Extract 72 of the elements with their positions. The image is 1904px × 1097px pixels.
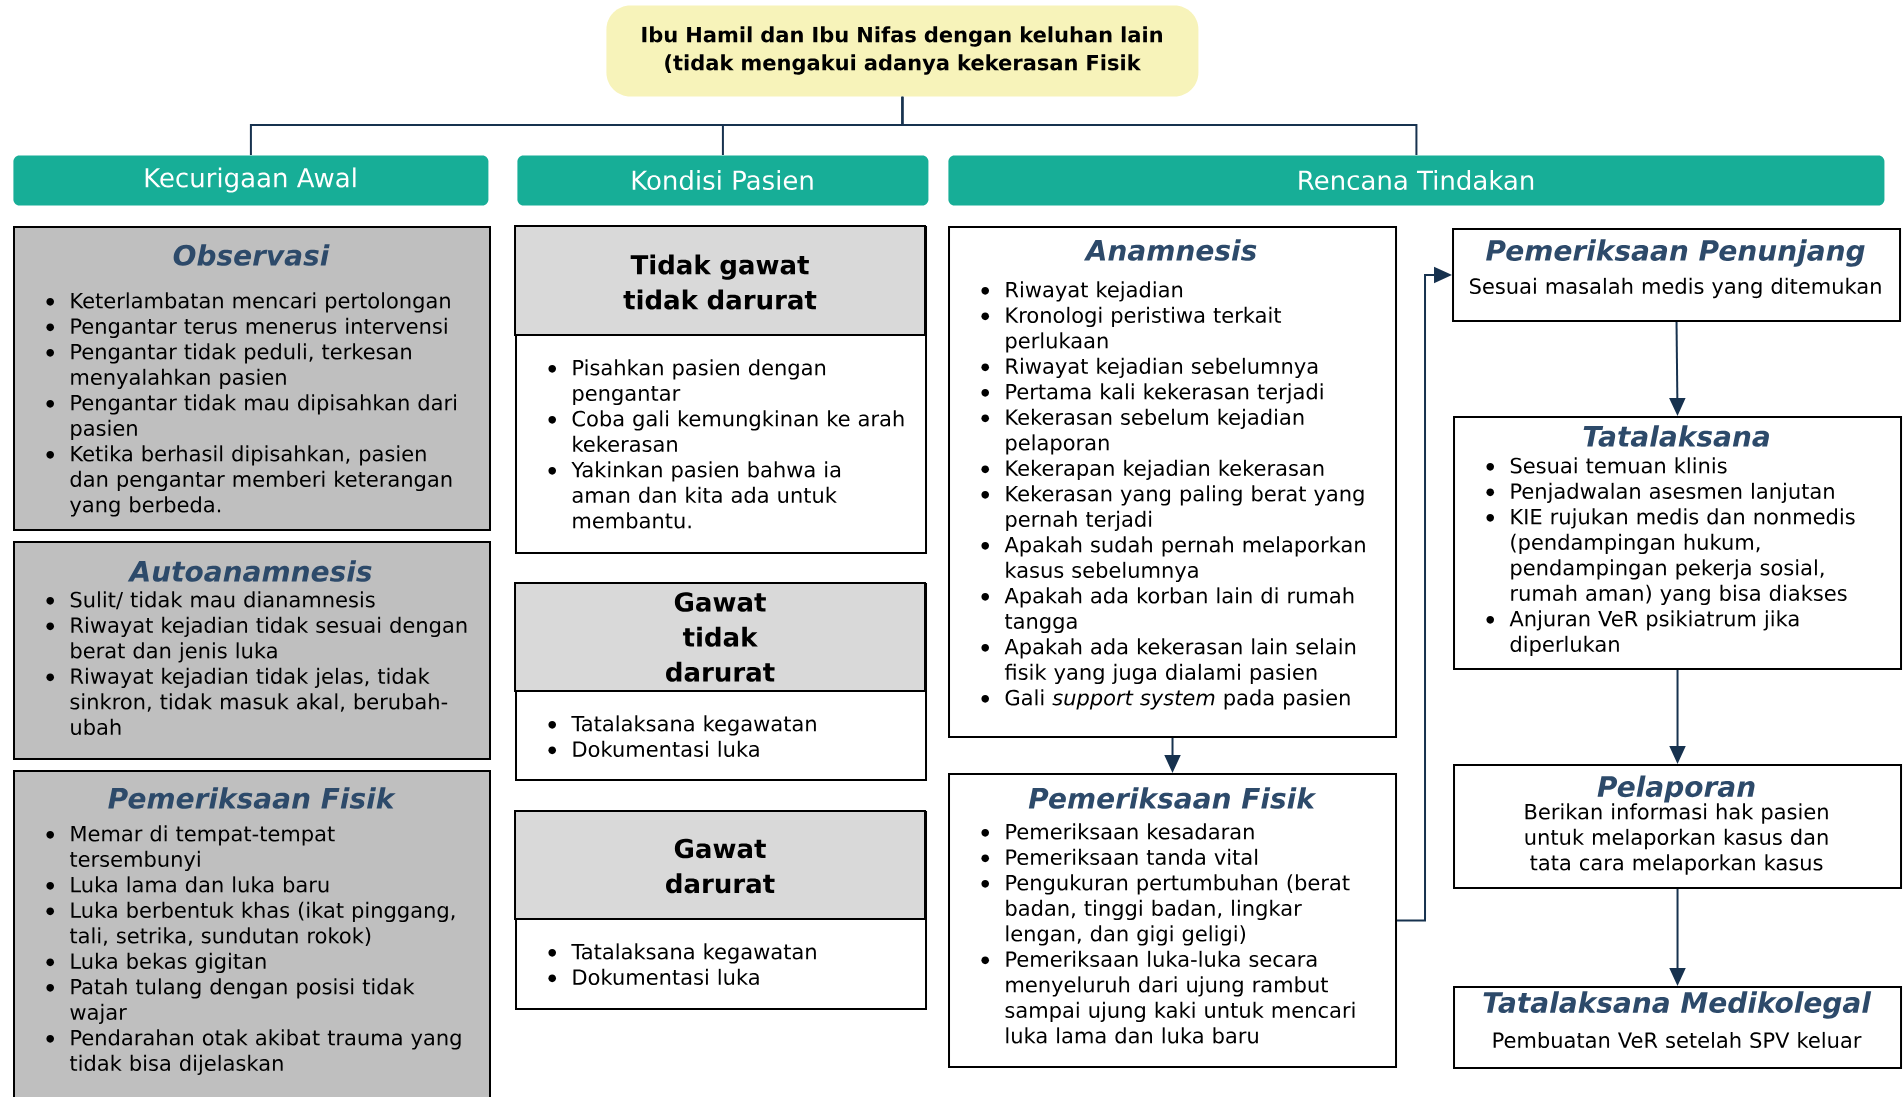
box-heading: Pemeriksaan Fisik [1028, 787, 1317, 809]
box-text: Berikan informasi hak pasien untuk melaporkan kasus dan tata cara melaporkan kasus [1525, 803, 1828, 875]
list-item: Anjuran VeR psikiatrum jika diperlukan [1486, 610, 1799, 657]
list-item: Dokumentasi luka [548, 968, 759, 986]
list-item: Penjadwalan asesmen lanjutan [1486, 482, 1834, 504]
list-item: Tatalaksana kegawatan [548, 715, 816, 736]
list-item: Pengantar terus menerus intervensi [46, 317, 447, 339]
box-heading: Pemeriksaan Penunjang [1486, 239, 1865, 267]
list-item: Riwayat kejadian tidak jelas, tidak sinkron, tidak masuk akal, berubah-ubah [46, 667, 448, 736]
list-item: Sesuai temuan klinis [1486, 457, 1727, 474]
list-item: Riwayat kejadian tidak sesuai dengan berat dan jenis luka [46, 616, 467, 663]
box-heading: Tidak gawat tidak darurat [623, 254, 817, 310]
title-text: Ibu Hamil dan Ibu Nifas dengan keluhan lain (tidak mengakui adanya kekerasan Fisik [642, 26, 1162, 75]
list-item: Sulit/ tidak mau dianamnesis [46, 591, 375, 610]
list-item: Pemeriksaan kesadaran [981, 823, 1254, 840]
list-item: Tatalaksana kegawatan [548, 943, 816, 964]
box-heading: Anamnesis [1083, 239, 1257, 261]
box-heading: Pemeriksaan Fisik [108, 787, 396, 809]
info-box [1453, 986, 1903, 1069]
list-item: Pemeriksaan tanda vital [981, 848, 1258, 866]
list-item: Luka lama dan luka baru [46, 876, 329, 893]
list-item: Memar di tempat-tempat tersembunyi [46, 825, 335, 872]
list-item: Pendarahan otak akibat trauma yang tidak bisa dijelaskan [46, 1029, 461, 1076]
list-item: KIE rujukan medis dan nonmedis (pendampingan hukum, pendampingan pekerja sosial, rumah aman) yang bisa diakses [1486, 508, 1855, 606]
list-item: Pengantar tidak peduli, terkesan menyalahkan pasien [46, 343, 411, 390]
title-box [606, 5, 1199, 97]
box-heading: Gawat tidak darurat [666, 592, 775, 682]
list-item: Pisahkan pasien dengan pengantar [548, 359, 826, 406]
box-text: Sesuai masalah medis yang ditemukan [1470, 277, 1881, 299]
info-box [1453, 416, 1903, 670]
list-item: Pemeriksaan luka-luka secara menyeluruh dari ujung rambut sampai ujung kaki untuk mencari luka lama dan luka baru [981, 950, 1355, 1044]
list-item: Kekerapan kejadian kekerasan [981, 459, 1324, 481]
box-heading: Tatalaksana [1583, 425, 1769, 447]
list-item: Pengukuran pertumbuhan (berat badan, tinggi badan, lingkar lengan, dan gigi geligi) [981, 874, 1350, 946]
list-item: Gali support system pada pasien [981, 689, 1350, 710]
box-heading: Gawat darurat [666, 838, 775, 894]
category-bar: Rencana Tindakan [948, 155, 1885, 206]
list-item: Dokumentasi luka [548, 740, 759, 758]
connector-line [901, 95, 1418, 156]
info-box [948, 226, 1397, 738]
list-item: Patah tulang dengan posisi tidak wajar [46, 978, 415, 1025]
list-item: Keterlambatan mencari pertolongan [46, 292, 450, 313]
list-item: Pengantar tidak mau dipisahkan dari pasien [46, 394, 456, 441]
list-item: Apakah sudah pernah melaporkan kasus sebelumnya [981, 536, 1365, 583]
info-box [1453, 764, 1903, 889]
list-item: Luka bekas gigitan [46, 952, 266, 974]
info-box [13, 770, 491, 1097]
list-item: Kronologi peristiwa terkait perlukaan [981, 306, 1282, 353]
box-text: Pembuatan VeR setelah SPV keluar [1493, 1031, 1862, 1049]
list-item: Apakah ada korban lain di rumah tangga [981, 587, 1354, 634]
info-box [13, 226, 491, 531]
list-item: Yakinkan pasien bahwa ia aman dan kita ada untuk membantu. [548, 461, 841, 529]
list-item: Coba gali kemungkinan ke arah kekerasan [548, 410, 904, 453]
list-item: Kekerasan sebelum kejadian pelaporan [981, 408, 1304, 455]
list-item: Pertama kali kekerasan terjadi [981, 383, 1323, 404]
category-bar: Kondisi Pasien [517, 155, 929, 206]
category-bar: Kecurigaan Awal [13, 155, 489, 206]
info-box [514, 810, 927, 1010]
list-item: Riwayat kejadian sebelumnya [981, 357, 1318, 379]
info-box [13, 541, 491, 760]
list-item: Riwayat kejadian [981, 281, 1183, 302]
list-item: Luka berbentuk khas (ikat pinggang, tali, setrika, sundutan rokok) [46, 901, 455, 946]
list-item: Kekerasan yang paling berat yang pernah terjadi [981, 485, 1364, 532]
box-heading: Tatalaksana Medikolegal [1483, 991, 1872, 1019]
info-box [1452, 228, 1902, 322]
info-box [514, 582, 927, 781]
info-box [514, 225, 927, 554]
info-box [948, 773, 1397, 1068]
box-heading: Observasi [173, 244, 330, 266]
box-heading: Autoanamnesis [127, 560, 372, 582]
box-heading: Pelaporan [1597, 775, 1755, 803]
list-item: Ketika berhasil dipisahkan, pasien dan pengantar memberi keterangan yang berbeda. [46, 445, 452, 517]
